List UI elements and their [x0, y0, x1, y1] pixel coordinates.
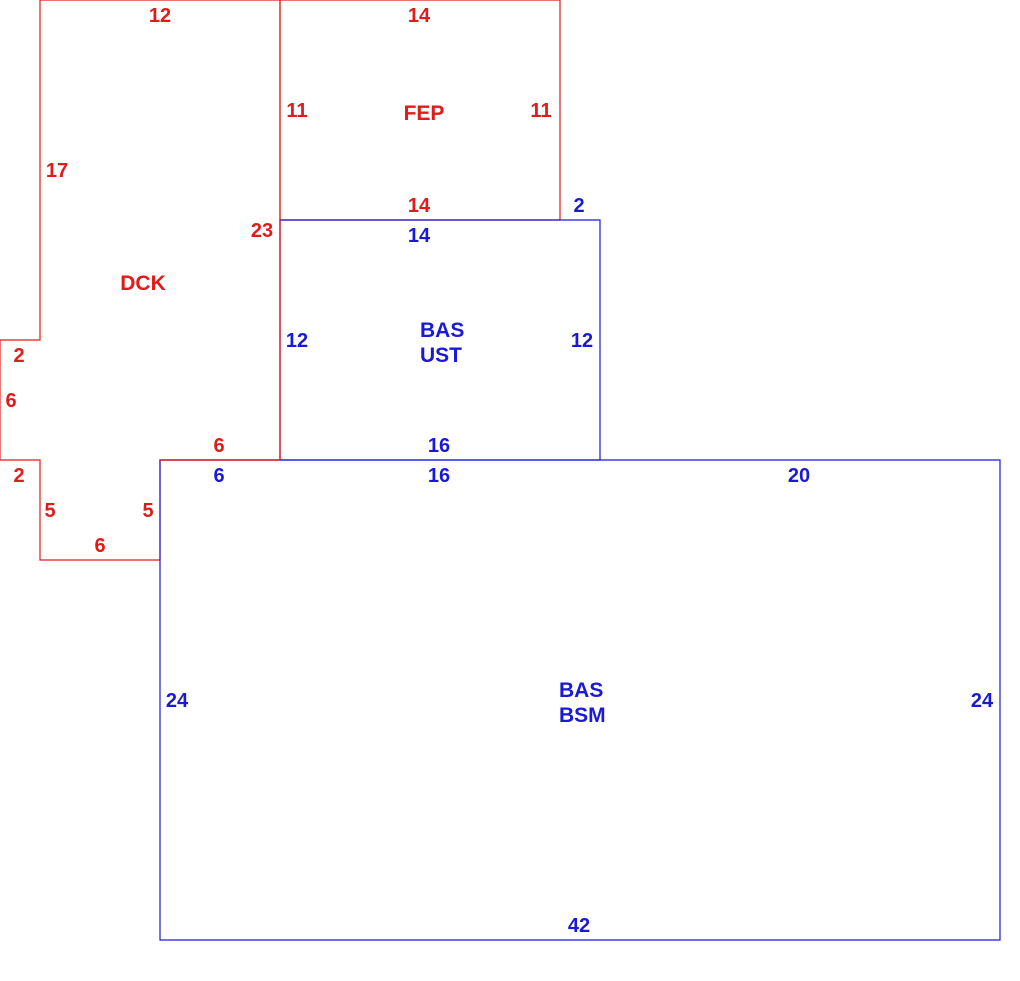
dim-bsm-top-mid: 16 — [428, 465, 450, 487]
bas-bsm-outline — [159, 459, 1001, 941]
bas-bsm-label-line1: BAS — [559, 679, 603, 702]
dim-bsm-right: 24 — [971, 690, 994, 712]
dim-bsm-bottom: 42 — [568, 915, 590, 937]
dim-dck-bottom: 6 — [94, 535, 105, 557]
bas-ust-label-line2: UST — [420, 344, 462, 367]
dim-ust-top: 14 — [408, 225, 431, 247]
dim-ust-step: 2 — [573, 195, 584, 217]
dim-dck-bottom-edge: 6 — [213, 435, 224, 457]
dim-dck-notch-top: 2 — [13, 345, 24, 367]
dim-dck-low-right: 5 — [142, 500, 153, 522]
dim-dck-low-left: 5 — [44, 500, 55, 522]
dim-dck-notch-bottom: 2 — [13, 465, 24, 487]
dim-dck-top: 12 — [149, 5, 171, 27]
dim-ust-bottom: 16 — [428, 435, 450, 457]
fep-area-label: FEP — [404, 102, 445, 125]
dim-bsm-top-right: 20 — [788, 465, 810, 487]
dim-ust-right: 12 — [571, 330, 593, 352]
bas-ust-label-line1: BAS — [420, 319, 464, 342]
bas-bsm-label-line2: BSM — [559, 704, 606, 727]
dck-area-label: DCK — [120, 272, 166, 295]
dim-bsm-left: 24 — [166, 690, 189, 712]
dim-dck-right: 23 — [251, 220, 273, 242]
dim-fep-left: 11 — [286, 100, 307, 122]
dim-dck-notch-side: 6 — [5, 390, 16, 412]
dim-fep-right: 11 — [530, 100, 551, 122]
dim-fep-bottom: 14 — [408, 195, 431, 217]
dim-dck-left-upper: 17 — [46, 160, 68, 182]
dim-ust-left: 12 — [286, 330, 308, 352]
dim-bsm-top-left: 6 — [213, 465, 224, 487]
dim-fep-top: 14 — [408, 5, 431, 27]
